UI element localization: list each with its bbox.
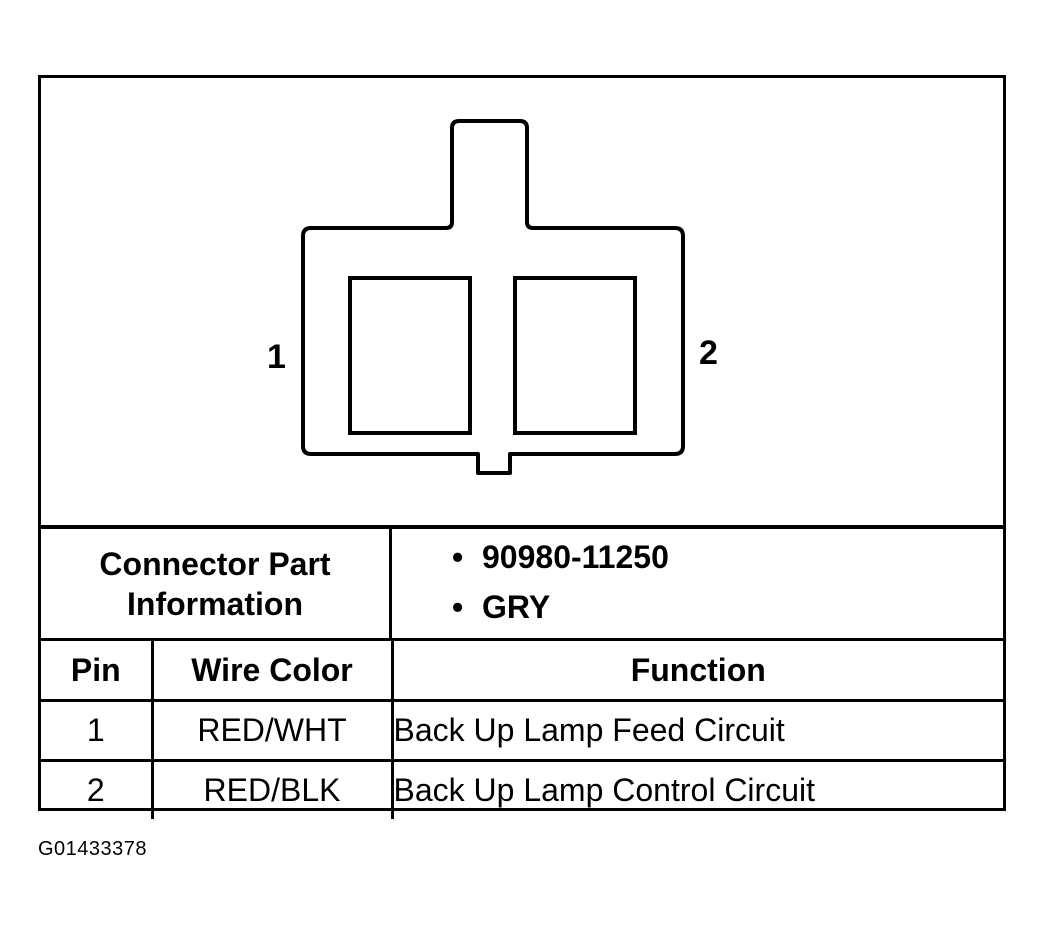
circuit-function: Back Up Lamp Feed Circuit [392,700,1003,762]
wire-color: RED/BLK [152,760,394,819]
pin-table: Pin Wire Color Function 1 RED/WHT Back U… [41,641,1003,819]
pin-1-cavity [348,276,472,435]
bullet-icon: • [452,589,464,625]
connector-part-label-line1: Connector Part [99,545,331,582]
function-column-header: Function [392,641,1003,702]
connector-color: GRY [482,589,551,625]
pin-number: 2 [41,760,154,819]
pin-2-label: 2 [699,334,718,372]
table-row: 1 RED/WHT Back Up Lamp Feed Circuit [41,700,1003,762]
pin-table-header-row: Pin Wire Color Function [41,641,1003,702]
connector-part-info-values: • 90980-11250 • GRY [392,529,1003,638]
wire-color-column-header: Wire Color [152,641,394,702]
pin-column-header: Pin [41,641,154,702]
pin-2-cavity [513,276,637,435]
connector-figure-frame: 1 2 Connector Part Information • 90980-11… [38,75,1006,819]
connector-face-diagram: 1 2 [41,78,1003,529]
connector-part-label-line2: Information [127,585,303,622]
connector-part-info-row: Connector Part Information • 90980-11250 … [41,529,1003,641]
connector-housing-outline [301,119,685,475]
pin-number: 1 [41,700,154,762]
wire-color: RED/WHT [152,700,394,762]
table-row: 2 RED/BLK Back Up Lamp Control Circuit [41,760,1003,819]
bullet-icon: • [452,539,464,575]
figure-id: G01433378 [38,838,148,860]
part-number: 90980-11250 [482,539,669,575]
circuit-function: Back Up Lamp Control Circuit [393,772,815,808]
connector-part-info-label: Connector Part Information [41,529,392,638]
pin-1-label: 1 [267,338,286,376]
connector-color-item: • GRY [452,589,550,626]
part-number-item: • 90980-11250 [452,539,669,576]
connector-face-drawing [301,119,685,475]
